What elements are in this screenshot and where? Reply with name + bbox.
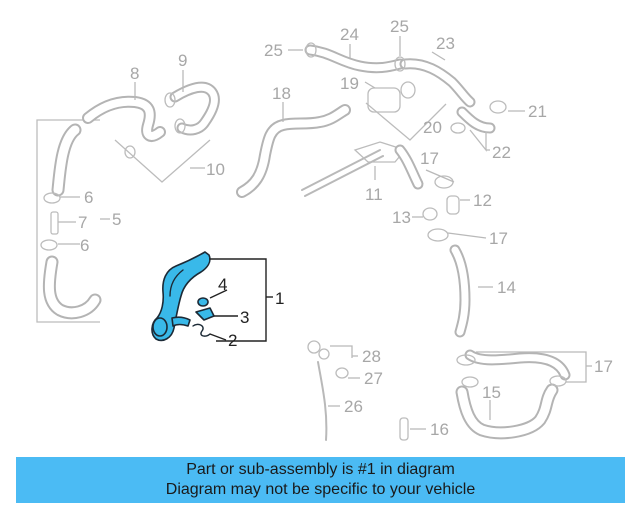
banner-line-1: Part or sub-assembly is #1 in diagram	[186, 461, 455, 478]
callout-22: 22	[492, 143, 511, 162]
part-3-fitting[interactable]	[195, 307, 215, 321]
group-15-hose	[399, 349, 592, 441]
callout-5: 5	[112, 210, 121, 229]
callout-27: 27	[364, 369, 383, 388]
callout-4: 4	[218, 275, 227, 294]
hose-detail-line	[169, 269, 184, 297]
hose-branch	[171, 316, 191, 327]
group-14-pipe	[449, 244, 493, 338]
highlighted-part-1-hose[interactable]	[151, 251, 215, 342]
callout-17a: 17	[420, 149, 439, 168]
group-18-pipe	[236, 102, 351, 198]
callout-20: 20	[423, 118, 442, 137]
callout-21: 21	[528, 102, 547, 121]
highlight-leader-lines	[209, 258, 273, 342]
callout-25a: 25	[264, 41, 283, 60]
callout-3: 3	[240, 308, 249, 327]
callout-12: 12	[473, 191, 492, 210]
callout-18: 18	[272, 84, 291, 103]
callout-1: 1	[275, 289, 284, 308]
banner-line-2: Diagram may not be specific to your vehi…	[165, 481, 476, 498]
group-8-9-10-hoses	[82, 70, 220, 183]
callout-6a: 6	[84, 188, 93, 207]
exploded-parts-diagram: 1 2 3 4 5 6 6 7 8 9 10 11 12 13 14 15 16…	[36, 17, 613, 441]
callout-24: 24	[340, 25, 359, 44]
callout-10: 10	[206, 160, 225, 179]
callout-6b: 6	[80, 236, 89, 255]
callout-25b: 25	[390, 17, 409, 36]
hose-end-ring	[152, 317, 168, 337]
hose-main-body	[151, 251, 211, 342]
callout-11: 11	[365, 185, 383, 204]
callout-labels: 1 2 3 4 5 6 6 7 8 9 10 11 12 13 14 15 16…	[78, 17, 613, 439]
callout-8: 8	[130, 64, 139, 83]
part-4-washer[interactable]	[197, 297, 209, 307]
info-banner: Part or sub-assembly is #1 in diagram Di…	[16, 457, 625, 503]
group-12-13-17-clamps	[412, 169, 487, 242]
callout-15: 15	[482, 383, 501, 402]
callout-23: 23	[436, 34, 455, 53]
group-5-coolant-pipe	[36, 119, 110, 323]
group-19-22-housing	[364, 81, 525, 152]
callout-28: 28	[362, 347, 381, 366]
callout-7: 7	[78, 213, 87, 232]
callout-13: 13	[392, 208, 411, 227]
callout-17c: 17	[594, 357, 613, 376]
group-26-28-tube	[307, 340, 360, 441]
callout-14: 14	[497, 278, 516, 297]
callout-26: 26	[344, 397, 363, 416]
group-11-plate	[301, 141, 424, 197]
callout-9: 9	[178, 51, 187, 70]
callout-16: 16	[430, 420, 449, 439]
callout-19: 19	[340, 74, 359, 93]
callout-17b: 17	[489, 229, 508, 248]
part-2-clip[interactable]	[192, 323, 211, 337]
group-23-24-25-hoses	[288, 36, 476, 108]
